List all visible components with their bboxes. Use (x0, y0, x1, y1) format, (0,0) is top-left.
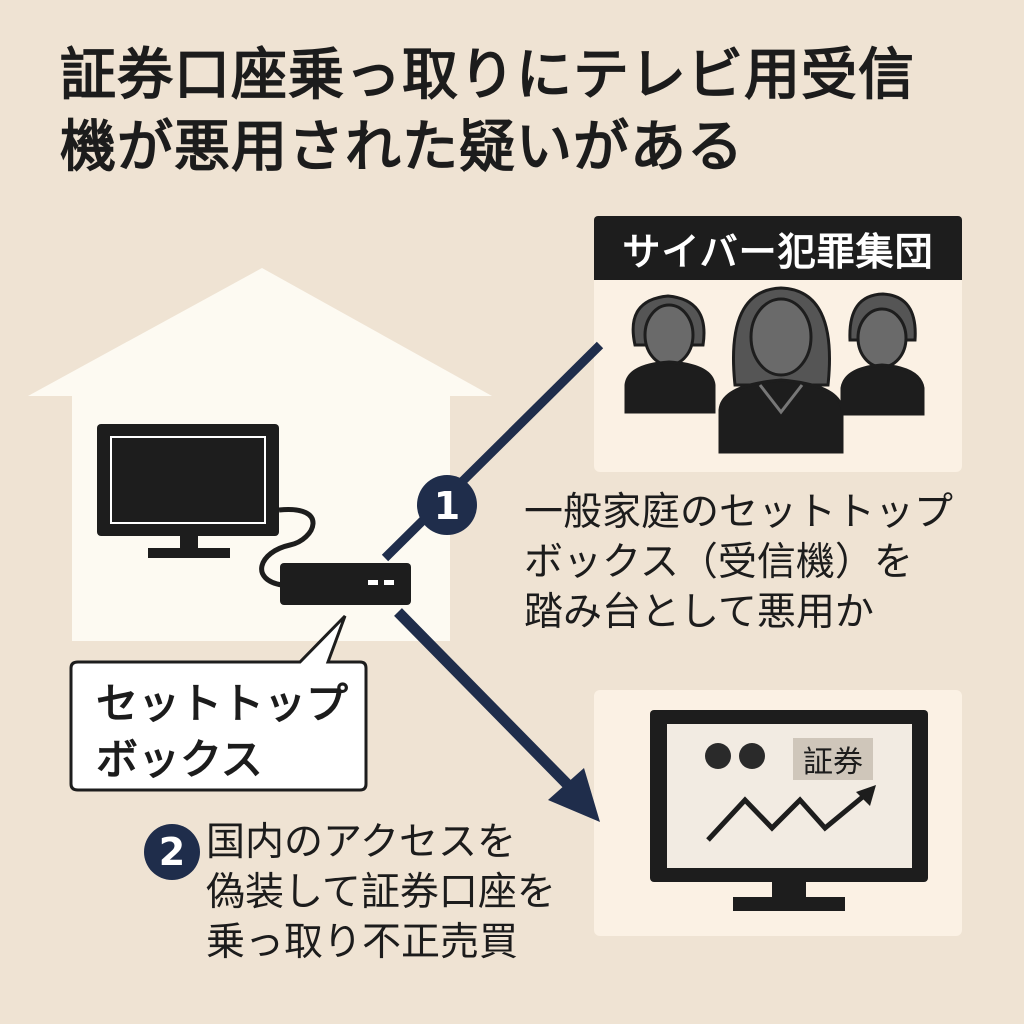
step-2-number: 2 (159, 830, 185, 874)
step-1-number: 1 (434, 484, 460, 528)
step-2-line: 偽装して証券口座を (206, 870, 556, 915)
rising-chart-line (706, 793, 867, 842)
trading-monitor-icon (650, 710, 928, 911)
step-1-line: 一般家庭のセットトップ (524, 490, 954, 535)
tv-icon (97, 424, 316, 588)
set-top-box-icon (280, 563, 411, 605)
step-1-line: 踏み台として悪用か (524, 590, 874, 635)
callout-bubble (69, 614, 368, 792)
arrow-head-icon (548, 768, 600, 822)
hacker-group-people-icon (624, 286, 925, 454)
cyber-group-label: サイバー犯罪集団 (594, 216, 962, 280)
step-1-badge: 1 (417, 475, 477, 535)
step-2-description: 国内のアクセスを 偽装して証券口座を 乗っ取り不正売買 (206, 818, 556, 968)
arrow-line-2 (394, 608, 572, 789)
step-1-line: ボックス（受信機）を (524, 540, 913, 585)
headline-line-1: 証券口座乗っ取りにテレビ用受信 (60, 43, 915, 108)
callout-line: セットトップ (96, 679, 349, 728)
headline-line-2: 機が悪用された疑いがある (60, 115, 744, 180)
step-1-description: 一般家庭のセットトップ ボックス（受信機）を 踏み台として悪用か (524, 488, 953, 638)
step-2-line: 国内のアクセスを (206, 820, 517, 865)
connection-line-1 (381, 341, 604, 562)
callout-label: セットトップ ボックス (96, 676, 348, 788)
step-2-badge: 2 (144, 824, 200, 880)
callout-line: ボックス (96, 735, 263, 784)
chart-arrow-icon (856, 785, 876, 806)
step-2-line: 乗っ取り不正売買 (206, 920, 519, 965)
headline: 証券口座乗っ取りにテレビ用受信 機が悪用された疑いがある (60, 40, 915, 184)
securities-label: 証券 (793, 738, 873, 780)
